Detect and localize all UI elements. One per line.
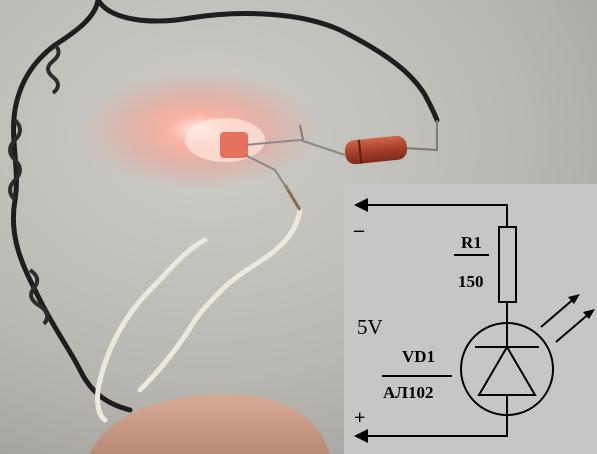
schematic-panel: 5V R1 150 VD1 АЛ102 – +	[344, 184, 597, 454]
resistor-symbol	[498, 226, 517, 303]
black-wire	[10, 0, 440, 413]
resistor-band	[357, 139, 363, 164]
led-body	[220, 132, 248, 158]
resistor-name-label: R1	[461, 233, 482, 252]
resistor-value-label: 150	[458, 272, 484, 291]
negative-terminal-label: –	[354, 219, 364, 241]
emission-arrowhead-2	[583, 309, 595, 319]
black-wire-twist	[8, 43, 61, 326]
led-leads	[244, 138, 346, 191]
positive-rail	[362, 395, 508, 437]
diode-triangle	[477, 345, 537, 396]
negative-rail	[362, 204, 508, 227]
voltage-label: 5V	[357, 315, 383, 339]
white-wire	[95, 207, 303, 423]
emission-arrow-2	[555, 311, 592, 343]
positive-arrowhead	[354, 429, 368, 443]
emission-arrow-1	[540, 296, 577, 328]
wire-to-resistor	[299, 120, 438, 152]
finger	[90, 394, 330, 454]
emission-arrowhead-1	[568, 294, 580, 304]
positive-terminal-label: +	[354, 407, 366, 429]
diode-name-label: VD1	[402, 347, 436, 366]
schematic-drawing	[354, 198, 595, 443]
diode-value-label: АЛ102	[383, 383, 434, 402]
negative-arrowhead	[354, 198, 368, 212]
